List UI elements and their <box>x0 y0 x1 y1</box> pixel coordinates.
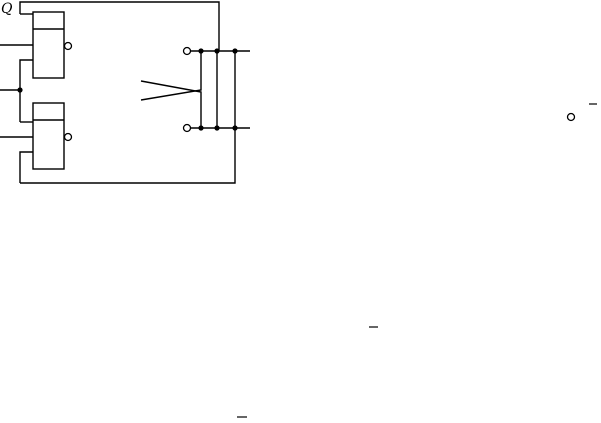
junction-shared-input <box>17 87 23 93</box>
bottom-feedback-wire <box>20 128 236 184</box>
stray-inverter-bubble <box>566 112 576 122</box>
junction-latch-top-mid <box>214 48 220 54</box>
gate-top-body <box>32 11 65 79</box>
junction-latch-top-right <box>232 48 238 54</box>
nand-gate-top <box>32 11 73 79</box>
latch-cross-wire-c <box>140 80 202 128</box>
latch-bottom-bubble <box>182 123 192 133</box>
gate-bottom-input-3 <box>19 151 33 183</box>
latch-top-bubble <box>182 46 192 56</box>
junction-latch-bottom-mid <box>214 125 220 131</box>
junction-latch-bottom-right <box>232 125 238 131</box>
junction-latch-top-left <box>198 48 204 54</box>
output-q-label: Q <box>1 1 13 17</box>
gate-bottom-output-bubble <box>63 132 73 142</box>
nand-gate-bottom <box>32 102 73 170</box>
gate-bottom-body <box>32 102 65 170</box>
gate-top-output-bubble <box>63 41 73 51</box>
latch-cross-wire-a <box>140 51 202 101</box>
gate-top-input-3 <box>19 59 33 122</box>
cross-coupled-latch <box>140 46 250 133</box>
junction-latch-bottom-left <box>198 125 204 131</box>
top-feedback-wire <box>19 1 220 51</box>
